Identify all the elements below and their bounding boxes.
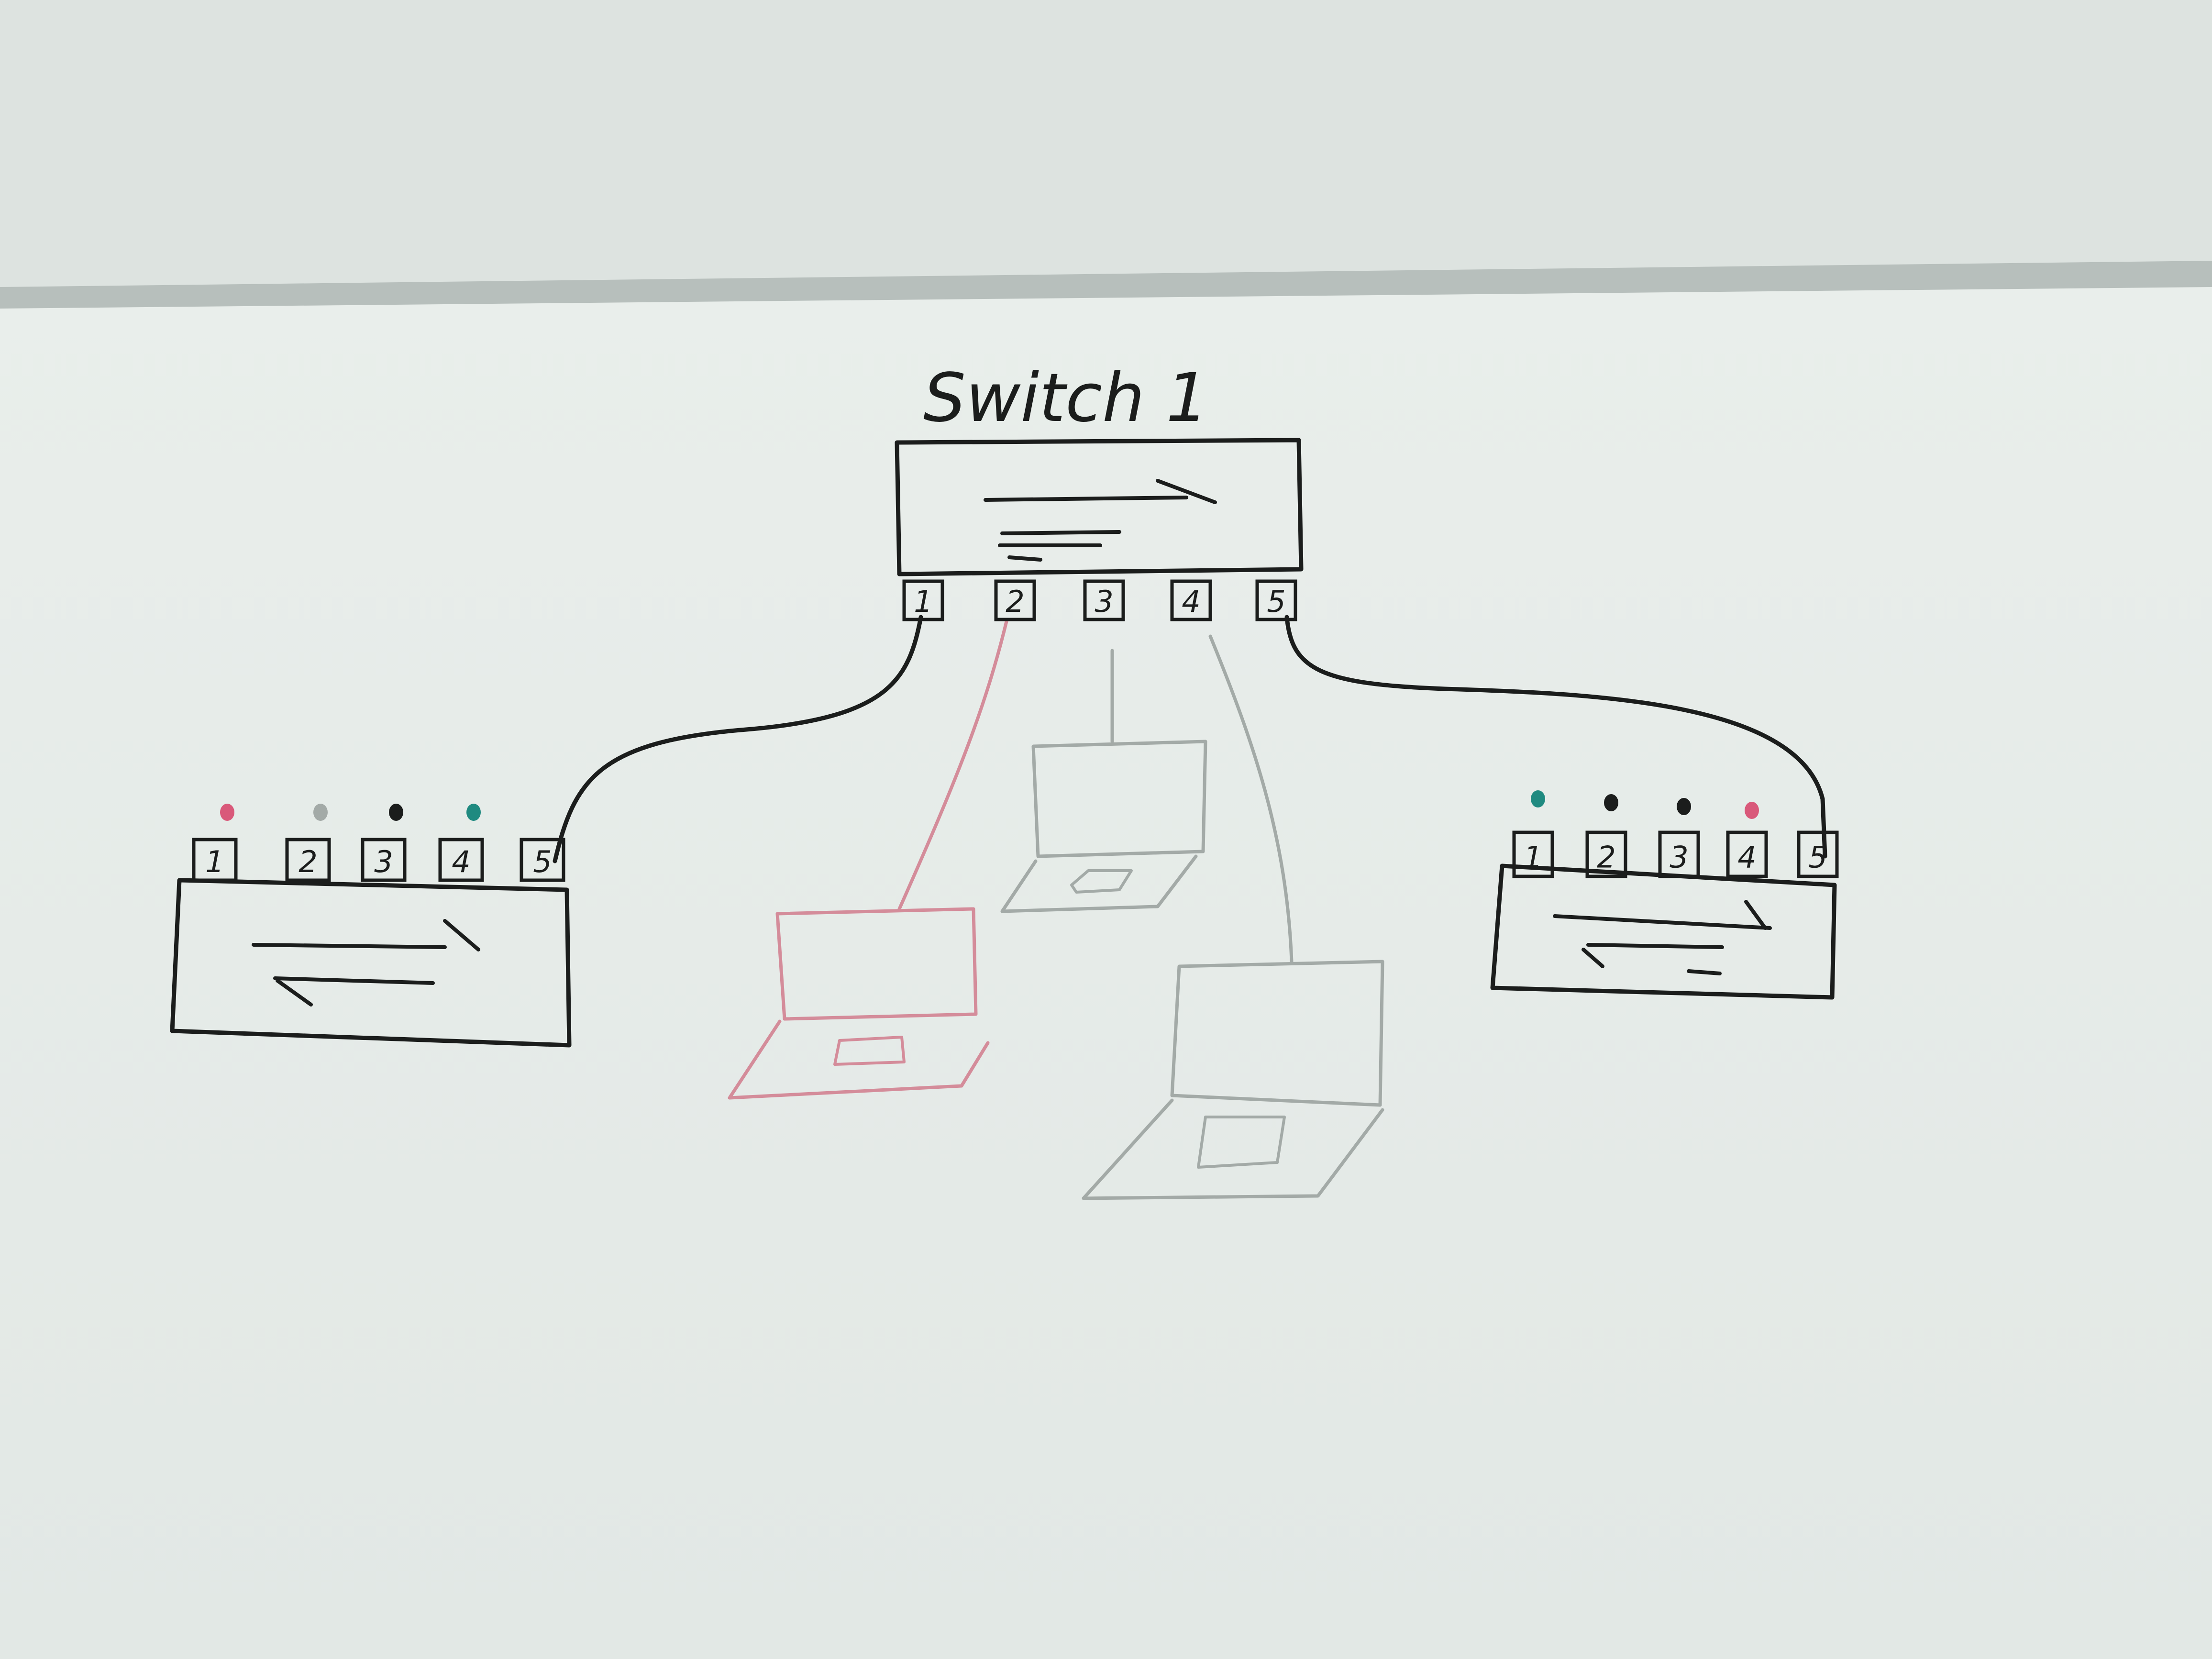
switch-main-title: Switch 1 [923, 359, 1208, 437]
switch-main-body [895, 438, 1304, 576]
switch-right-status-dot-3 [1677, 798, 1691, 815]
switch-right-body [1490, 863, 1837, 1000]
switch-left-port-1-box [192, 838, 238, 882]
laptop-pink-screen [775, 907, 978, 1021]
cable-port5-to-right-switch [1284, 615, 1827, 859]
switch-left-port-2-box [285, 838, 331, 882]
switch-right-port-2: 2 [1585, 830, 1627, 878]
switch-main-port-5-box [1255, 579, 1297, 621]
laptop-grey-right-screen [1170, 960, 1384, 1107]
switch-right-status-dot-2 [1604, 794, 1618, 811]
whiteboard-surface [0, 287, 2212, 1659]
switch-right-port-5-label: 5 [1808, 840, 1827, 875]
switch-main-port-1: 1 [902, 579, 944, 621]
laptop-grey-middle-touchpad [1070, 869, 1133, 894]
laptop-grey-middle [1000, 740, 1207, 913]
laptop-grey-right-base [1082, 1098, 1384, 1200]
switch-right-port-2-box [1585, 830, 1627, 878]
switch-left-status-dot-1 [220, 804, 234, 821]
switch-left-port-2-label: 2 [299, 844, 317, 879]
switch-right-port-1: 1 [1512, 830, 1554, 878]
switch-main-port-4-label: 4 [1182, 584, 1200, 619]
switch-right [1490, 863, 1837, 1000]
switch-right-port-3-box [1658, 830, 1700, 878]
switch-right-port-1-box [1512, 830, 1554, 878]
switch-main-port-3-label: 3 [1095, 584, 1113, 619]
switch-right-port-1-label: 1 [1524, 840, 1542, 875]
switch-main-port-2-box [994, 579, 1036, 621]
switch-main-port-4-box [1170, 579, 1212, 621]
switch-main-port-2-label: 2 [1006, 584, 1024, 619]
switch-main-port-5: 5 [1255, 579, 1297, 621]
switch-left-port-4: 4 [438, 838, 484, 882]
switch-right-port-4-label: 4 [1737, 840, 1756, 875]
switch-left-port-3: 3 [361, 838, 407, 882]
switch-main-arrow-bottom [998, 530, 1121, 562]
whiteboard-top-edge [0, 261, 2212, 309]
switch-right-status-dot-4 [1745, 802, 1759, 819]
switch-left-port-5: 5 [520, 838, 565, 882]
cable-port1-to-left-switch [553, 615, 923, 863]
switch-left-port-3-label: 3 [374, 844, 393, 879]
switch-right-port-5: 5 [1797, 830, 1839, 878]
laptop-pink-touchpad [833, 1036, 906, 1066]
laptop-pink-base [728, 1019, 990, 1100]
switch-right-port-3: 3 [1658, 830, 1700, 878]
cables [553, 615, 1827, 963]
switch-main-port-5-label: 5 [1267, 584, 1285, 619]
cable-port2-to-laptop-pink [897, 618, 1009, 911]
switch-left-port-4-box [438, 838, 484, 882]
switch-left-port-3-box [361, 838, 407, 882]
wall [0, 0, 2212, 287]
switch-left-status-dot-3 [389, 804, 403, 821]
switch-main [895, 438, 1304, 576]
laptop-grey-right-touchpad [1197, 1116, 1286, 1169]
switch-left-port-5-label: 5 [533, 844, 552, 879]
switch-main-port-1-label: 1 [914, 584, 932, 619]
switch-left-port-1: 1 [192, 838, 238, 882]
switch-right-port-4: 4 [1726, 830, 1768, 878]
switch-left-status-dot-4 [466, 804, 481, 821]
switch-left-status-dot-2 [313, 804, 328, 821]
switch-main-arrow-top [984, 479, 1217, 504]
switch-right-port-5-box [1797, 830, 1839, 878]
switch-right-status-dot-1 [1531, 790, 1545, 807]
switch-main-port-2: 2 [994, 579, 1036, 621]
switch-left-arrow [252, 919, 480, 1006]
switch-left-port-5-box [520, 838, 565, 882]
laptop-grey-right [1082, 960, 1384, 1200]
laptop-grey-middle-screen [1031, 740, 1207, 858]
cable-port4-to-laptop-grey [1208, 634, 1294, 963]
switch-right-port-3-label: 3 [1670, 840, 1688, 875]
switch-left-body [170, 878, 572, 1048]
laptop-grey-middle-base [1000, 854, 1198, 913]
switch-left-port-1-label: 1 [205, 844, 224, 879]
laptop-pink [728, 907, 990, 1100]
ports-layer: 1 2 3 4 5 1 2 3 4 5 1 2 3 4 5 [192, 579, 1839, 882]
switch-main-port-3: 3 [1083, 579, 1125, 621]
switch-right-arrow [1553, 900, 1772, 975]
switch-main-port-3-box [1083, 579, 1125, 621]
switch-main-port-4: 4 [1170, 579, 1212, 621]
switch-main-port-1-box [902, 579, 944, 621]
switch-left-port-4-label: 4 [452, 844, 470, 879]
switch-right-port-4-box [1726, 830, 1768, 878]
switch-right-port-2-label: 2 [1597, 840, 1615, 875]
switch-left-port-2: 2 [285, 838, 331, 882]
switch-left [170, 878, 572, 1048]
